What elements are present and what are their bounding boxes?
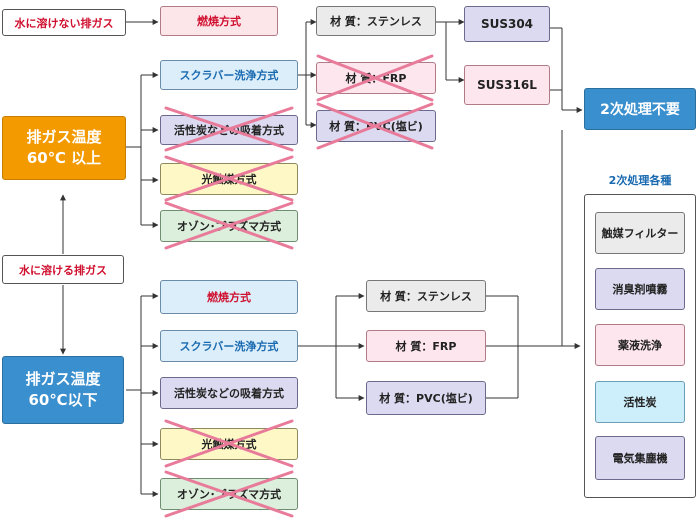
cross-out-mark bbox=[164, 201, 294, 250]
cross-out-mark bbox=[164, 419, 294, 468]
secondary-item-electrostatic-precipitator: 電気集塵機 bbox=[595, 436, 685, 480]
no-secondary-text: 2次処理不要 bbox=[600, 102, 680, 118]
low-temp-line1: 排ガス温度 bbox=[25, 370, 101, 388]
stainless-top-text: 材 質：ステンレス bbox=[330, 15, 422, 28]
sus316l-box: SUS316L bbox=[464, 65, 550, 105]
secondary-item-deodorant-spray: 消臭剤噴霧 bbox=[595, 268, 685, 310]
soluble-gas-text: 水に溶ける排ガス bbox=[19, 263, 107, 277]
sus304-box: SUS304 bbox=[464, 6, 550, 42]
insoluble-gas-text: 水に溶けない排ガス bbox=[14, 16, 114, 30]
secondary-item-text: 消臭剤噴霧 bbox=[612, 283, 668, 296]
insoluble-gas-label: 水に溶けない排ガス bbox=[2, 9, 126, 36]
scrubber-method-bottom: スクラバー洗浄方式 bbox=[160, 330, 298, 362]
cross-out-mark bbox=[316, 102, 434, 150]
secondary-item-chemical-wash: 薬液洗浄 bbox=[595, 324, 685, 366]
cross-out-mark bbox=[316, 54, 434, 102]
low-temp-line2: 60℃以下 bbox=[28, 391, 98, 409]
high-temp-box: 排ガス温度 60℃ 以上 bbox=[2, 116, 126, 180]
activated-carbon-method-bottom: 活性炭などの吸着方式 bbox=[160, 377, 298, 409]
no-secondary-box: 2次処理不要 bbox=[584, 88, 696, 130]
stainless-bottom-text: 材 質：ステンレス bbox=[380, 290, 472, 303]
activated-carbon-bottom-text: 活性炭などの吸着方式 bbox=[174, 387, 284, 400]
pvc-bottom-text: 材 質：PVC(塩ビ) bbox=[379, 392, 473, 405]
combustion-bottom-text: 燃焼方式 bbox=[207, 291, 251, 304]
material-stainless-top: 材 質：ステンレス bbox=[316, 6, 436, 36]
secondary-item-text: 触媒フィルター bbox=[601, 227, 679, 240]
soluble-gas-label: 水に溶ける排ガス bbox=[2, 255, 124, 284]
combustion-method-top: 燃焼方式 bbox=[160, 6, 278, 36]
scrubber-bottom-text: スクラバー洗浄方式 bbox=[179, 340, 279, 353]
cross-out-mark bbox=[164, 106, 294, 152]
material-pvc-bottom: 材 質：PVC(塩ビ) bbox=[366, 381, 486, 415]
cross-out-mark bbox=[164, 155, 294, 202]
material-stainless-bottom: 材 質：ステンレス bbox=[366, 280, 486, 312]
sus304-text: SUS304 bbox=[480, 17, 534, 31]
material-frp-bottom: 材 質：FRP bbox=[366, 330, 486, 362]
secondary-treatments-title: 2次処理各種 bbox=[608, 174, 672, 187]
high-temp-line2: 60℃ 以上 bbox=[26, 149, 102, 167]
secondary-item-activated-carbon: 活性炭 bbox=[595, 381, 685, 423]
secondary-item-text: 活性炭 bbox=[623, 396, 657, 409]
combustion-top-text: 燃焼方式 bbox=[197, 15, 241, 28]
combustion-method-bottom: 燃焼方式 bbox=[160, 280, 298, 314]
sus316l-text: SUS316L bbox=[477, 78, 537, 92]
secondary-item-catalyst-filter: 触媒フィルター bbox=[595, 212, 685, 254]
scrubber-top-text: スクラバー洗浄方式 bbox=[179, 69, 279, 82]
secondary-item-text: 薬液洗浄 bbox=[618, 339, 662, 352]
scrubber-method-top: スクラバー洗浄方式 bbox=[160, 60, 298, 90]
cross-out-mark bbox=[164, 470, 294, 518]
high-temp-line1: 排ガス温度 bbox=[26, 128, 102, 146]
secondary-item-text: 電気集塵機 bbox=[612, 452, 668, 465]
frp-bottom-text: 材 質：FRP bbox=[395, 340, 457, 353]
low-temp-box: 排ガス温度 60℃以下 bbox=[2, 356, 124, 424]
